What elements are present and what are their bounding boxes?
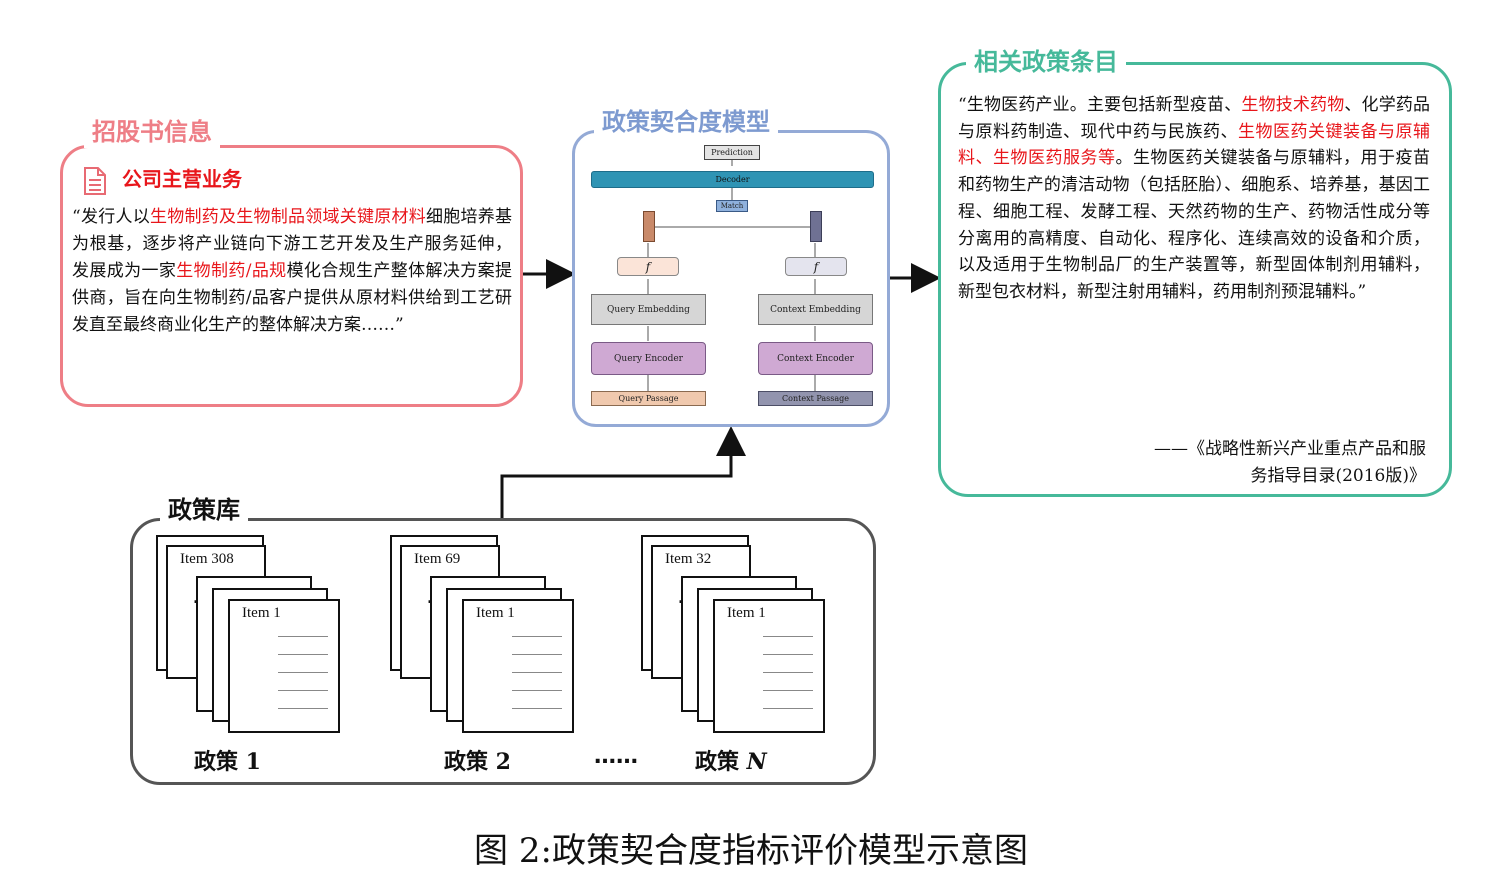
figure-caption: 图 2:政策契合度指标评价模型示意图 [474, 831, 1028, 871]
query-function-box: f [617, 257, 679, 276]
document-item-bottom: Item 1 [462, 599, 574, 733]
policy-text-2: 、化学药品与原料药制造、现代中药与民族药、 [958, 95, 1431, 142]
arrow-library-to-model [500, 426, 746, 518]
policy-title: 相关政策条目 [966, 46, 1126, 78]
policy-label-n-italic: N [746, 749, 767, 775]
policy-label-n-prefix: 政策 [695, 749, 747, 775]
document-item-label: Item 32 [665, 551, 712, 567]
prospectus-text-3: 模化合规生产整体解决方案提供商，旨在向生物制药/品客户提供从原材料供给到工艺研发… [72, 261, 513, 335]
policy-label-1: 政策 1 [194, 749, 261, 775]
policy-quote: “生物医药产业。主要包括新型疫苗、生物技术药物、化学药品与原料药制造、现代中药与… [958, 92, 1430, 306]
context-passage-box: Context Passage [758, 391, 873, 406]
document-item-label: Item 1 [727, 605, 766, 621]
prospectus-panel [60, 145, 523, 407]
context-encoder-box: Context Encoder [758, 342, 873, 375]
prospectus-text-2: 细胞培养基为根基，逐步将产业链向下游工艺开发及生产服务延伸，发展成为一家 [72, 207, 512, 281]
model-title: 政策契合度模型 [594, 106, 778, 138]
context-vector [810, 211, 822, 242]
document-item-label: Item 69 [414, 551, 461, 567]
model-internal-links [647, 160, 816, 391]
section-label-main-business: 公司主营业务 [122, 167, 242, 191]
policy-highlight-2: 生物医药关键装备与原辅料、生物医药服务等 [958, 121, 1430, 169]
between-groups-dots: …… [594, 744, 638, 769]
document-icon [82, 166, 108, 200]
prospectus-title: 招股书信息 [84, 116, 220, 148]
context-embedding-box: Context Embedding [758, 294, 873, 325]
query-passage-box: Query Passage [591, 391, 706, 406]
document-item-bottom: Item 1 [713, 599, 825, 733]
prospectus-highlight-2: 生物制药/品规 [176, 261, 287, 281]
query-encoder-box: Query Encoder [591, 342, 706, 375]
document-item-bottom: Item 1 [228, 599, 340, 733]
document-item-label: Item 1 [476, 605, 515, 621]
policy-panel [938, 62, 1452, 497]
document-item-label: Item 308 [180, 551, 234, 567]
policy-text-1: “生物医药产业。主要包括新型疫苗、 [958, 95, 1242, 115]
policy-label-2: 政策 2 [444, 749, 511, 775]
context-function-box: f [785, 257, 847, 276]
policy-source-line-2: 务指导目录(2016版)》 [1250, 466, 1426, 486]
prospectus-text-1: “发行人以 [72, 207, 150, 227]
prospectus-highlight-1: 生物制药及生物制品领域关键原材料 [149, 207, 426, 227]
policy-highlight-1: 生物技术药物 [1241, 95, 1345, 115]
policy-text-3: 。生物医药关键装备与原辅料，用于疫苗和药物生产的清洁动物（包括胚胎）、细胞系、培… [958, 148, 1430, 302]
match-box: Match [716, 200, 748, 212]
policy-source-line-1: ——《战略性新兴产业重点产品和服 [1154, 439, 1426, 459]
document-item-label: Item 1 [242, 605, 281, 621]
query-vector [643, 211, 655, 242]
decoder-box: Decoder [591, 171, 874, 188]
query-embedding-box: Query Embedding [591, 294, 706, 325]
prediction-box: Prediction [704, 145, 760, 160]
policy-label-n: 政策 N [695, 744, 767, 776]
policy-library-title: 政策库 [160, 494, 248, 526]
prospectus-quote: “发行人以生物制药及生物制品领域关键原材料细胞培养基为根基，逐步将产业链向下游工… [72, 204, 512, 339]
